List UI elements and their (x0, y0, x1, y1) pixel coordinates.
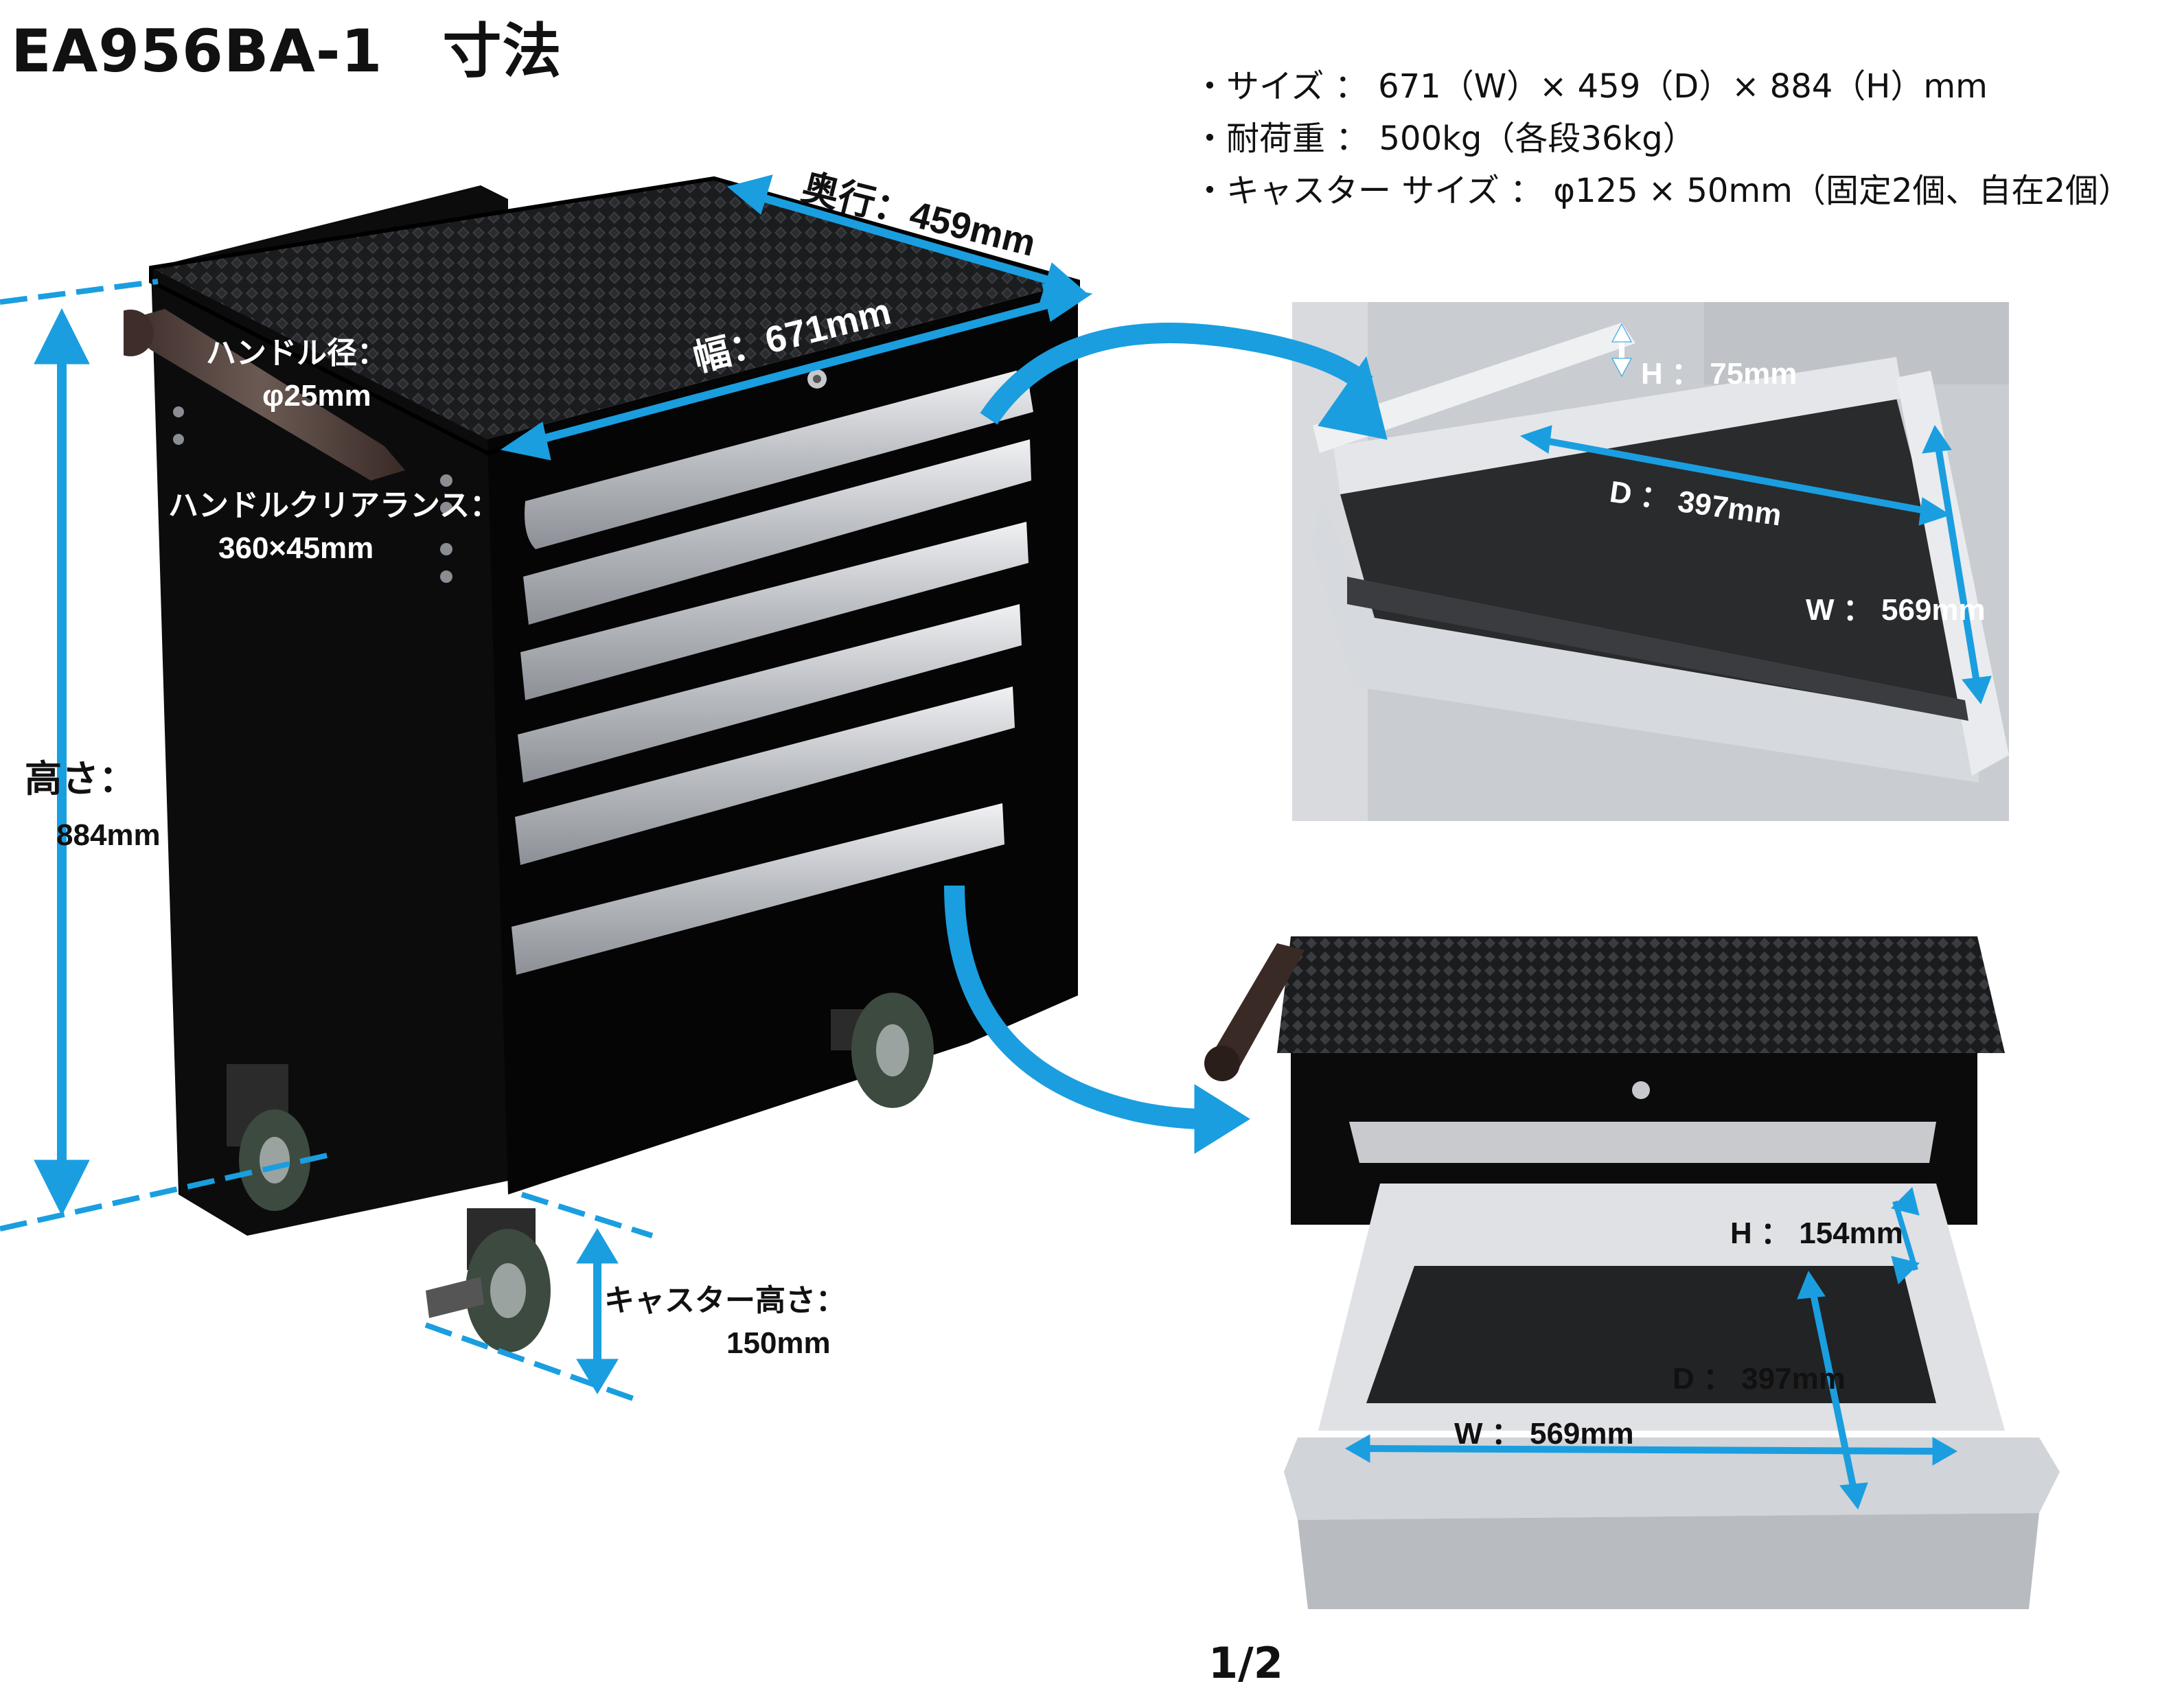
cabinet-photo (124, 165, 1105, 1414)
page-title: EA956BA-1 寸法 (11, 17, 562, 86)
handle-diameter-value: φ25mm (262, 379, 371, 413)
side-handle (124, 309, 405, 481)
drawer-large-photo (1195, 936, 2067, 1609)
drawer-large-illustration (1195, 936, 2067, 1609)
drawer-large-d-label: D ： 397mm (1673, 1362, 1846, 1396)
handle-diameter-label: ハンドル径： (206, 336, 387, 370)
spec-size: ・サイズ ： 671（W）× 459（D）× 884（H）mm (1193, 67, 1988, 106)
height-label: 高さ： (25, 759, 136, 800)
drawer-large-w-label: W ： 569mm (1454, 1417, 1634, 1451)
drawer-handles (512, 371, 1033, 975)
casters (227, 993, 934, 1352)
handle-clearance-label: ハンドルクリアランス： (168, 489, 501, 522)
drawer-large-mat (1366, 1266, 1936, 1403)
caster-height-value: 150mm (726, 1326, 831, 1360)
spec-caster: ・キャスター サイズ ： φ125 × 50mm（固定2個、自在2個） (1193, 172, 2132, 210)
cabinet-side (151, 185, 508, 1236)
drawer-small-h-label: H ： 75mm (1641, 357, 1797, 391)
spec-list: ・サイズ ： 671（W）× 459（D）× 884（H）mm ・耐荷重 ： 5… (1193, 60, 2131, 217)
spec-load: ・耐荷重 ： 500kg（各段36kg） (1193, 119, 1696, 158)
drawer-large-h-label: H ： 154mm (1730, 1216, 1903, 1250)
cabinet-illustration (124, 176, 1080, 1352)
drawer-large-top-mat (1277, 936, 2005, 1053)
height-value: 884mm (56, 818, 161, 852)
handle-clearance-value: 360×45mm (218, 531, 374, 565)
caster-height-label: キャスター高さ： (604, 1284, 846, 1317)
drawer-small-w-label: W ： 569mm (1806, 593, 1986, 627)
page-number: 1/2 (1208, 1638, 1283, 1688)
lock-icon (1632, 1081, 1650, 1099)
